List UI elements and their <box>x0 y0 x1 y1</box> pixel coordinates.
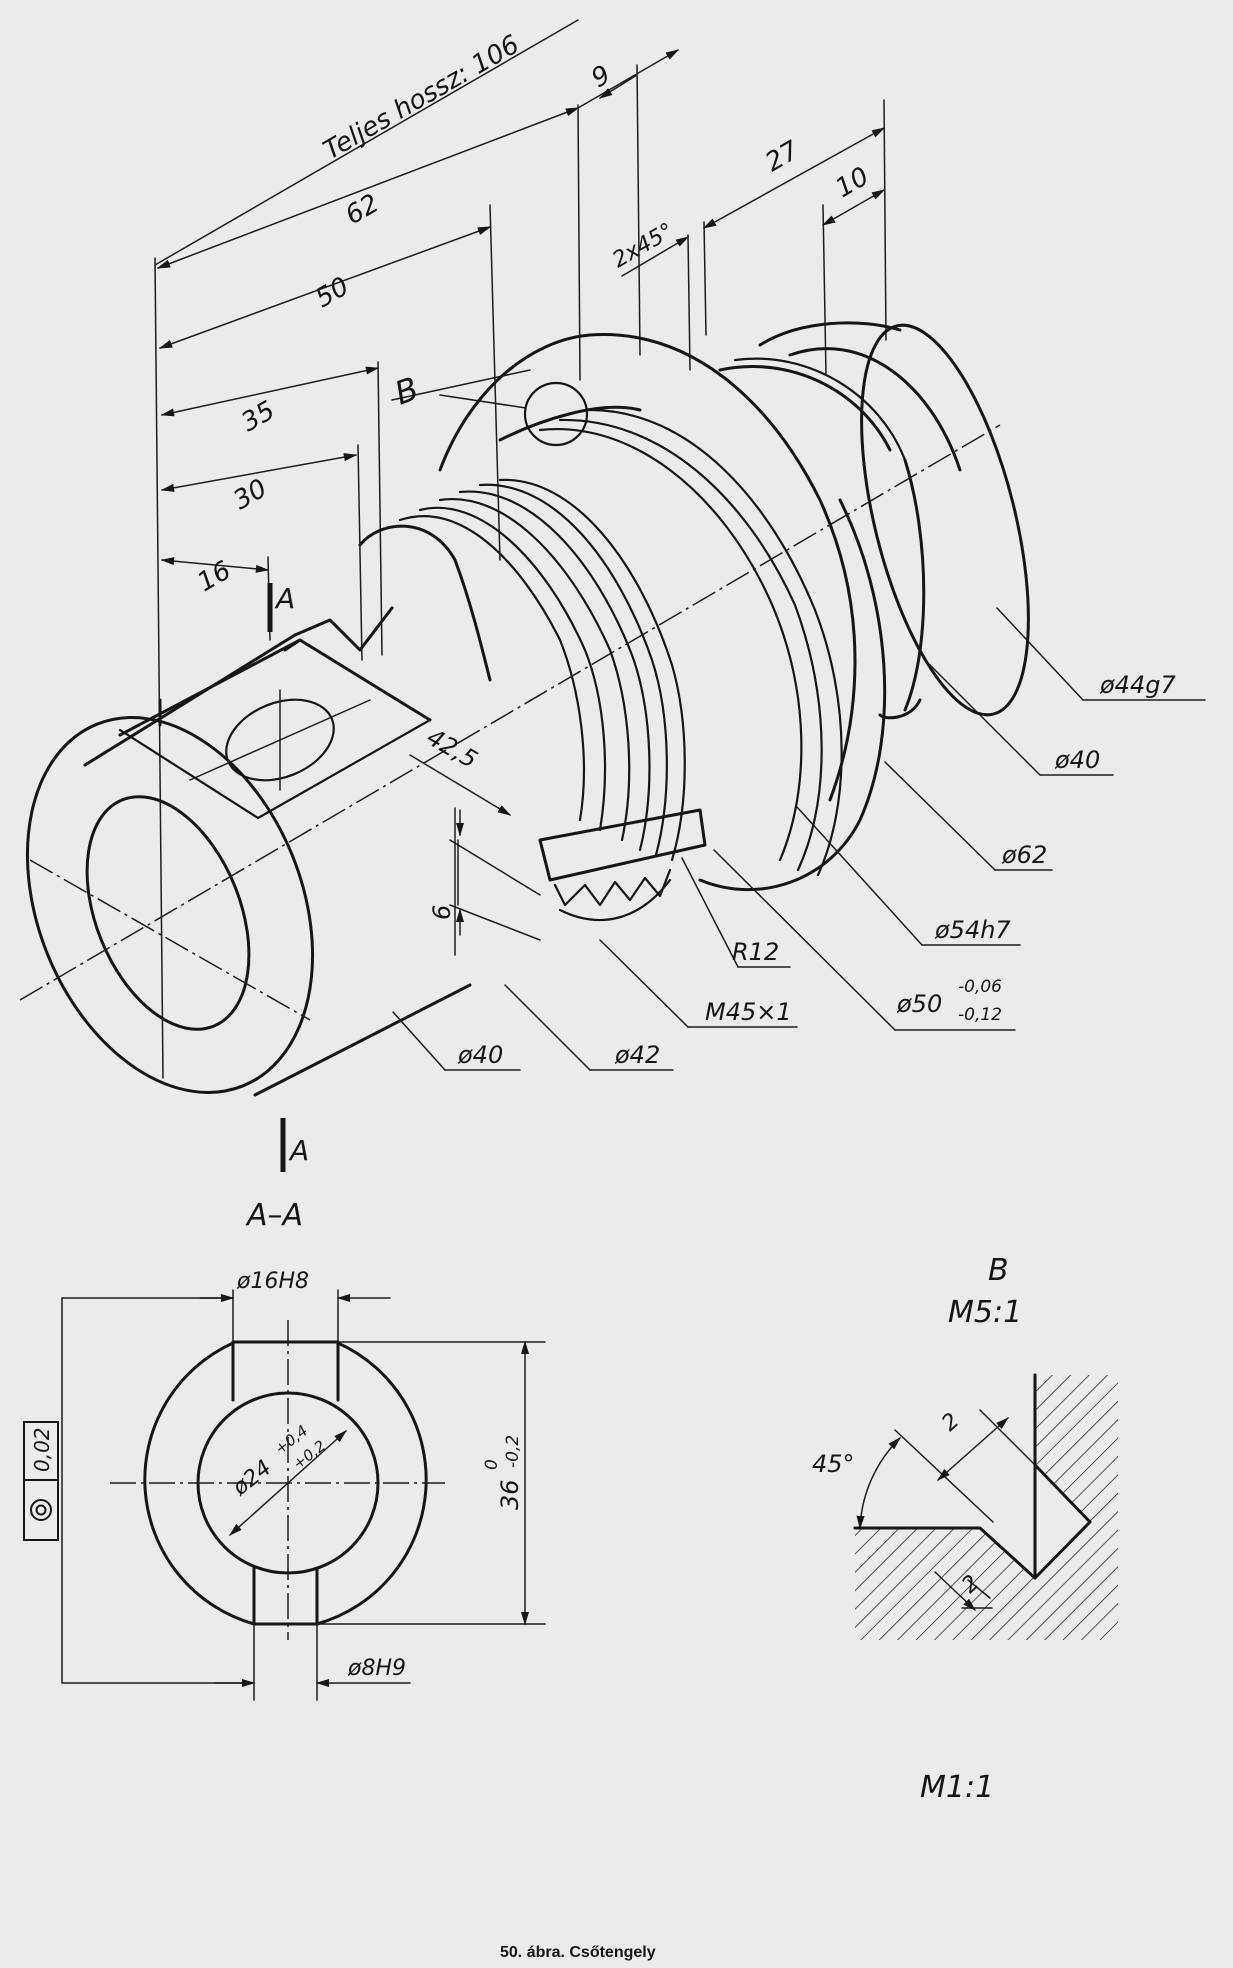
dim-16: 16 <box>193 556 237 599</box>
detail-b-circle <box>523 381 589 447</box>
dimension-lines <box>154 19 886 573</box>
label-d40-right: ø40 <box>1054 746 1100 774</box>
concentricity-frame: 0,02 <box>23 1297 255 1684</box>
dim-d16h8: ø16H8 <box>236 1269 309 1294</box>
detail-profile <box>853 1373 1092 1580</box>
concentricity-icon <box>30 1499 52 1521</box>
dim-42-5: 42,5 <box>422 723 482 774</box>
extension-lines <box>154 64 887 1079</box>
dim-62: 62 <box>341 189 385 232</box>
detail-dim-top: 2 <box>937 1409 964 1437</box>
label-d44g7: ø44g7 <box>1099 671 1176 699</box>
section-a-a: A–A ø16H8 ø24 +0,4 +0,2 <box>23 1198 546 1701</box>
label-m45: M45×1 <box>705 998 792 1026</box>
shaft-body <box>25 321 1030 1097</box>
label-d62: ø62 <box>1001 841 1047 869</box>
section-title: A–A <box>245 1198 303 1233</box>
dim-10: 10 <box>831 162 875 205</box>
dim-30: 30 <box>229 474 273 517</box>
label-d50: ø50 <box>896 990 942 1018</box>
centre-line <box>19 424 1001 1001</box>
figure-caption: 50. ábra. Csőtengely <box>500 1944 656 1961</box>
section-mark-top: A <box>267 582 295 632</box>
detail-scale: M5:1 <box>948 1295 1022 1330</box>
dim-27: 27 <box>761 135 805 178</box>
detail-b: B M5:1 2 45° 2 <box>812 1253 1118 1640</box>
svg-text:A: A <box>274 582 295 615</box>
leader-lines <box>392 607 1206 1071</box>
label-d40-left: ø40 <box>457 1041 503 1069</box>
tolerance-value: 0,02 <box>30 1427 54 1472</box>
detail-angle: 45° <box>812 1450 855 1478</box>
dim-35: 35 <box>237 396 281 439</box>
dim-6: 6 <box>428 905 456 920</box>
dim-36-upper: 0 <box>482 1459 502 1470</box>
label-d50-upper: -0,06 <box>958 977 1002 997</box>
section-mark-bottom: A <box>280 1118 309 1172</box>
label-d42: ø42 <box>614 1041 660 1069</box>
label-d54h7: ø54h7 <box>934 916 1011 944</box>
dim-50: 50 <box>311 272 355 315</box>
total-length-label: Teljes hossz: 106 <box>319 30 525 166</box>
isometric-view: A A Teljes hossz: 106 62 50 35 30 16 9 2… <box>19 19 1206 1172</box>
dim-36-lower: -0,2 <box>503 1435 523 1468</box>
dim-d8h9: ø8H9 <box>347 1656 406 1681</box>
dim-36: 36 <box>496 1479 524 1510</box>
label-d50-lower: -0,12 <box>958 1005 1002 1025</box>
label-r12: R12 <box>732 938 779 966</box>
detail-b-ref: B <box>390 369 424 412</box>
detail-title: B <box>988 1253 1009 1288</box>
dim-2x45: 2x45° <box>609 219 679 274</box>
centre-line-cross <box>29 859 311 1021</box>
svg-text:A: A <box>288 1134 309 1167</box>
main-scale: M1:1 <box>920 1770 994 1805</box>
